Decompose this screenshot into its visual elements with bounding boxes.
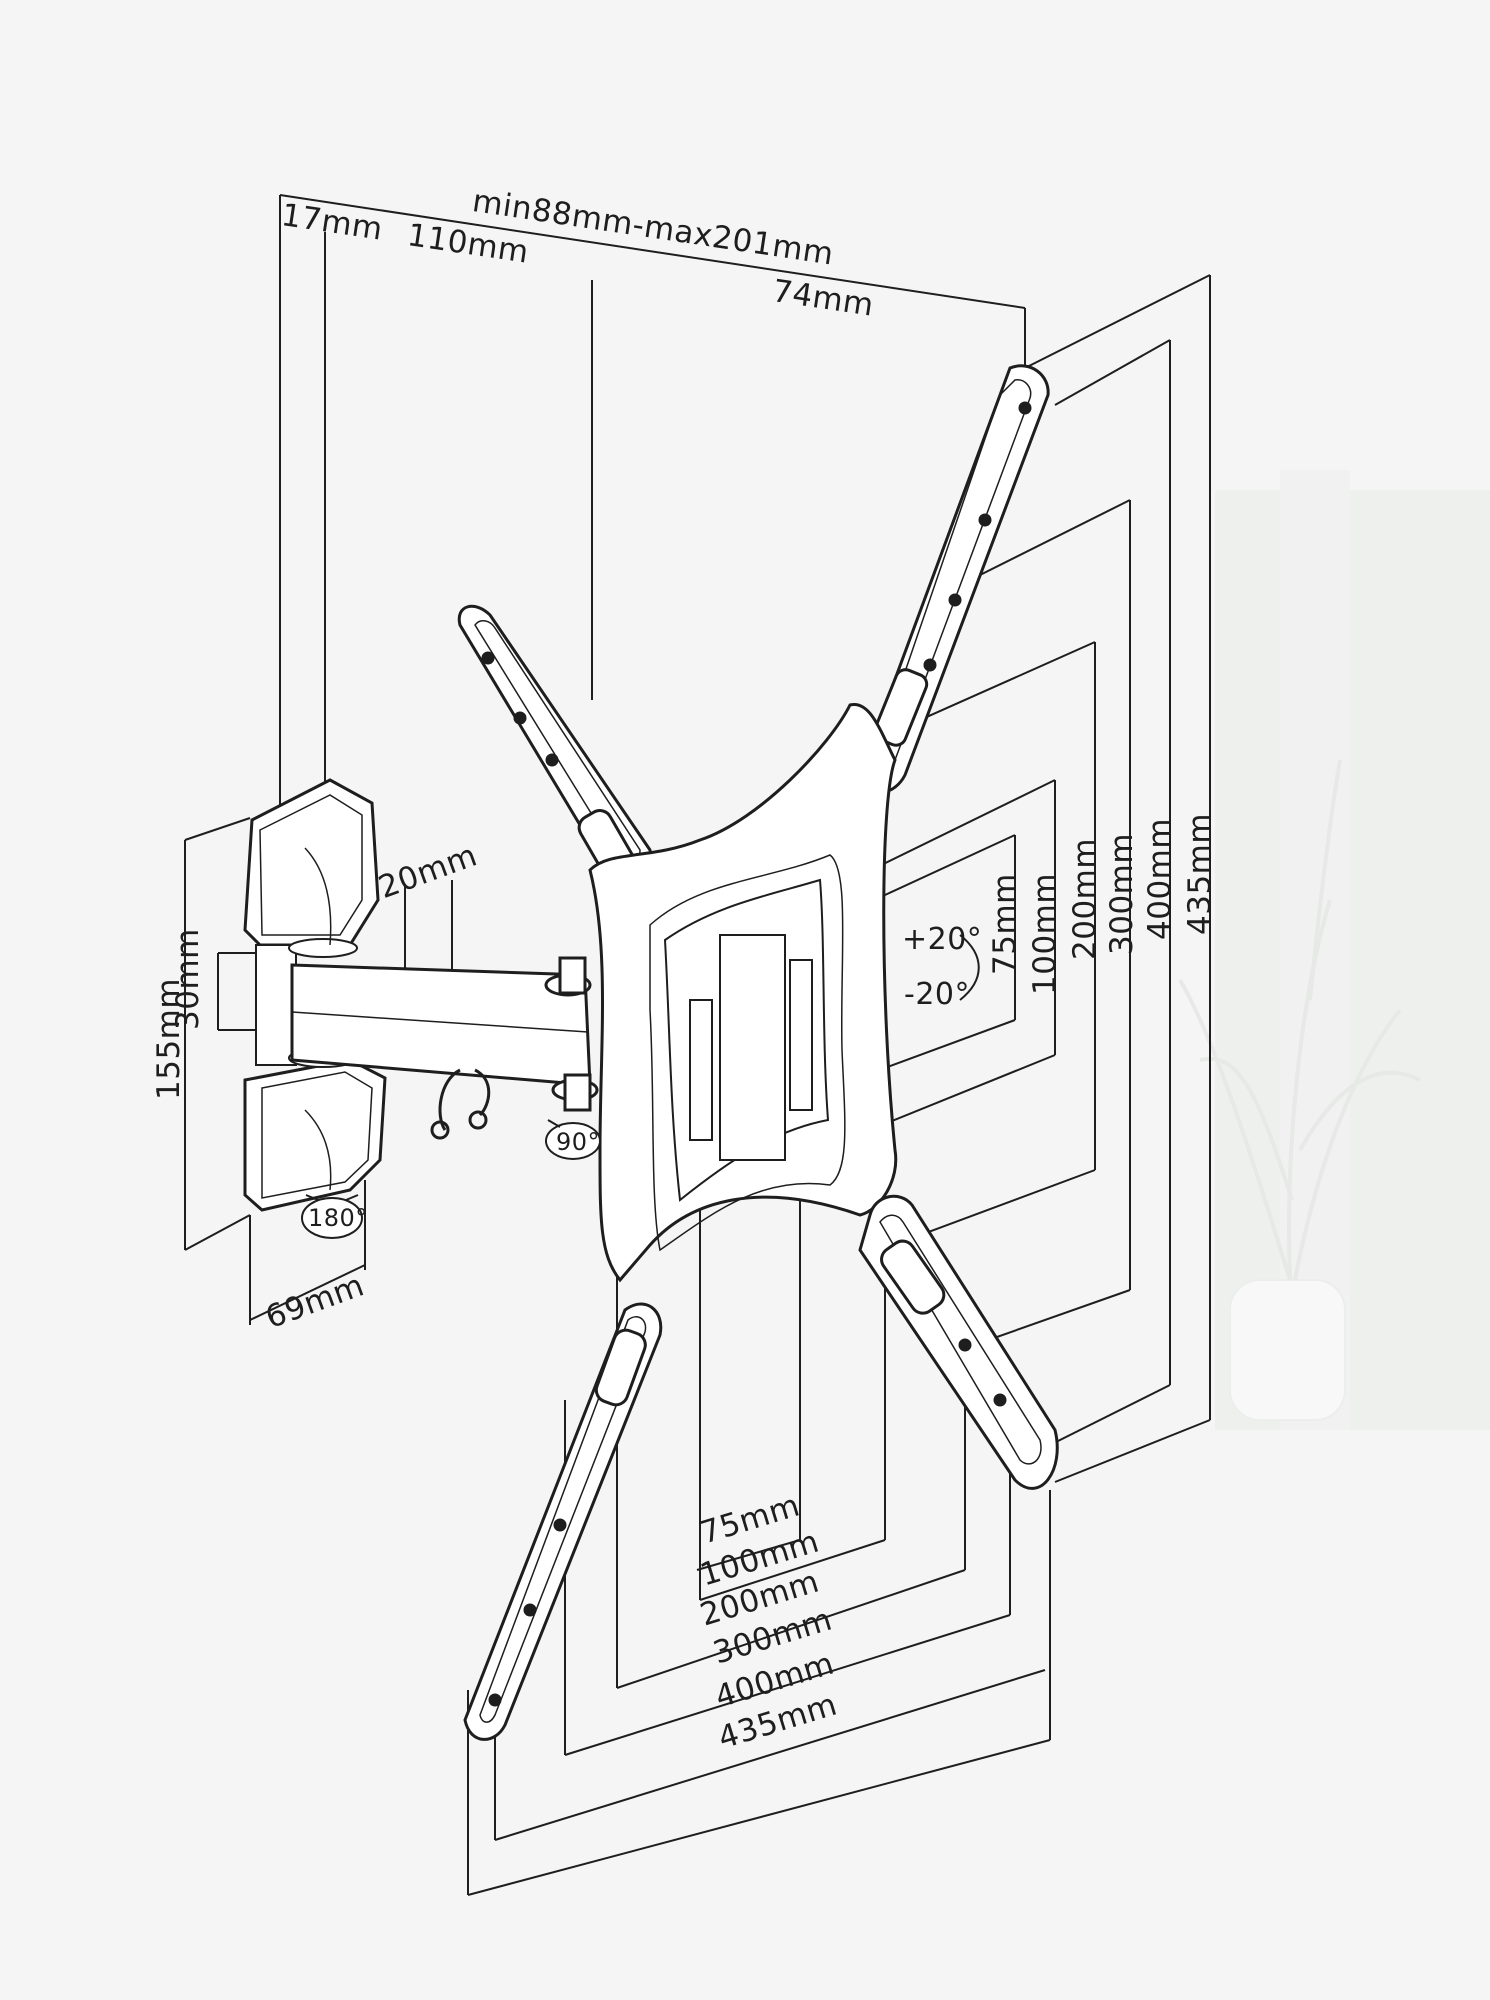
vesa-arm-bottom-left [463, 1302, 663, 1741]
rotation-markers [301, 1119, 601, 1239]
vertical-spacing-435: 435mm [1182, 812, 1218, 935]
tilt-down-label: -20° [904, 977, 970, 1012]
vertical-spacing-100: 100mm [1027, 872, 1063, 995]
tilt-arc [959, 934, 980, 1001]
vesa-plate [588, 703, 898, 1283]
cable-hooks [430, 1068, 491, 1140]
vertical-spacing-200: 200mm [1067, 837, 1103, 960]
swivel-label: 180° [308, 1204, 368, 1232]
vertical-spacing-75: 75mm [987, 873, 1023, 975]
vesa-arm-top-right [858, 364, 1050, 795]
tilt-up-label: +20° [902, 922, 983, 957]
swing-arm [290, 956, 599, 1112]
vertical-spacing-300: 300mm [1104, 832, 1140, 955]
width-dimension-line [249, 1264, 366, 1321]
vertical-spacing-400: 400mm [1142, 817, 1178, 940]
rotate-label: 90° [556, 1128, 601, 1156]
vesa-arm-bottom-right [858, 1194, 1059, 1490]
wall-plate-height-label: 155mm [151, 977, 187, 1100]
depth-dimension-line [279, 194, 1026, 309]
vesa-arm-top-left [457, 604, 653, 888]
